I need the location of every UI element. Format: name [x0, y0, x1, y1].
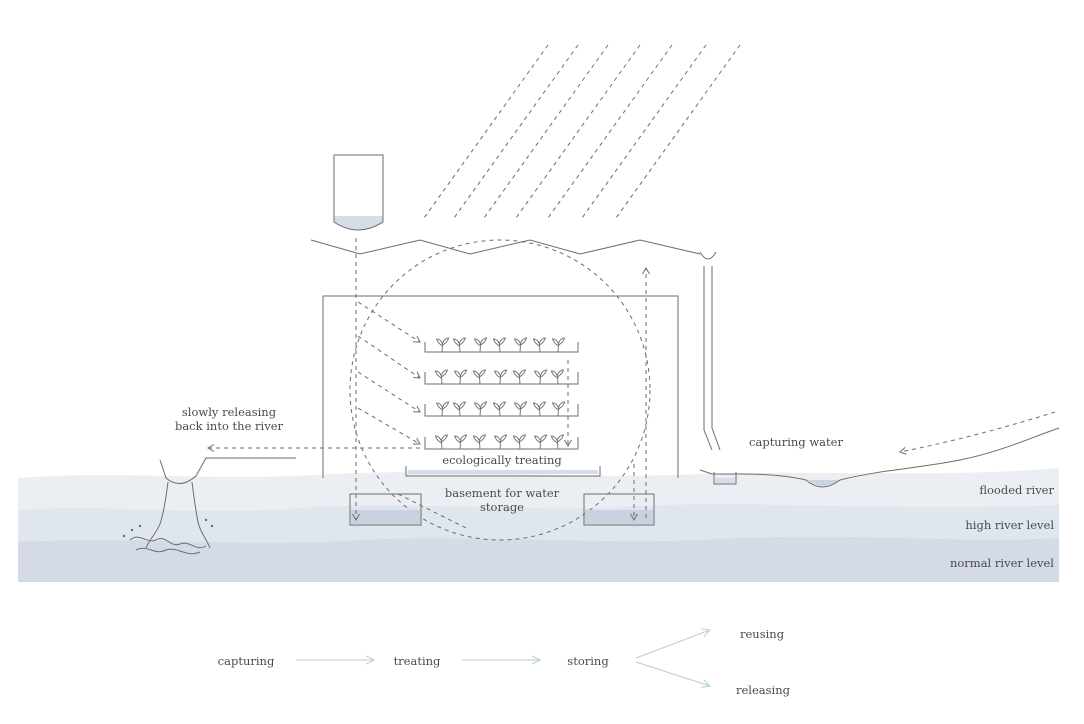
sprout-icon: [492, 401, 506, 417]
sprout-icon: [550, 434, 564, 450]
flow-arrows: [208, 238, 1056, 529]
label-basement-2: storage: [480, 500, 524, 514]
sprout-icon: [552, 401, 566, 417]
sprout-icon: [532, 337, 546, 353]
process-flow: capturing treating storing reusing relea…: [218, 627, 791, 697]
sprout-icon: [436, 337, 450, 353]
process-releasing: releasing: [736, 683, 791, 697]
sprout-icon: [454, 434, 468, 450]
rooftop-tank: [333, 154, 384, 231]
sprout-icon: [474, 337, 488, 353]
circulation-circle: [349, 239, 651, 541]
sprout-icon: [552, 337, 566, 353]
sprout-icon: [436, 401, 450, 417]
sprout-icon: [474, 401, 488, 417]
label-flooded-river: flooded river: [979, 483, 1054, 497]
river-layers: [18, 468, 1059, 582]
planter-shelves: [424, 337, 579, 450]
sprout-icon: [512, 434, 526, 450]
process-capturing: capturing: [218, 654, 275, 668]
sprout-icon: [534, 369, 548, 385]
label-high-river: high river level: [965, 518, 1054, 532]
process-treating: treating: [394, 654, 441, 668]
label-releasing-2: back into the river: [175, 419, 284, 433]
release-outlet: [122, 457, 296, 555]
sprout-icon: [550, 369, 564, 385]
sprout-icon: [534, 434, 548, 450]
sprout-icon: [514, 401, 528, 417]
rain-lines: [423, 44, 741, 219]
sprout-icon: [472, 434, 486, 450]
label-releasing-1: slowly releasing: [182, 405, 277, 419]
process-storing: storing: [567, 654, 609, 668]
sprout-icon: [454, 369, 468, 385]
sprout-icon: [532, 401, 546, 417]
sprout-icon: [434, 369, 448, 385]
sprout-icon: [512, 369, 526, 385]
sprout-icon: [494, 369, 508, 385]
process-reusing: reusing: [740, 627, 785, 641]
roof-line: [310, 239, 701, 255]
capture-trough: [699, 427, 1060, 488]
label-ecological: ecologically treating: [442, 453, 562, 467]
label-capturing-water: capturing water: [749, 435, 843, 449]
sprout-icon: [514, 337, 528, 353]
sprout-icon: [472, 369, 486, 385]
building-frame: [322, 295, 679, 478]
sprout-icon: [452, 337, 466, 353]
normal-river-band: [18, 536, 1059, 582]
gutter-downpipe: [699, 251, 721, 451]
treatment-tray: [405, 466, 601, 477]
sprout-icon: [452, 401, 466, 417]
sprout-icon: [492, 337, 506, 353]
sprout-icon: [494, 434, 508, 450]
diagram-labels: slowly releasing back into the river eco…: [175, 405, 1055, 570]
label-basement-1: basement for water: [445, 486, 560, 500]
sprout-icon: [434, 434, 448, 450]
label-normal-river: normal river level: [950, 556, 1054, 570]
